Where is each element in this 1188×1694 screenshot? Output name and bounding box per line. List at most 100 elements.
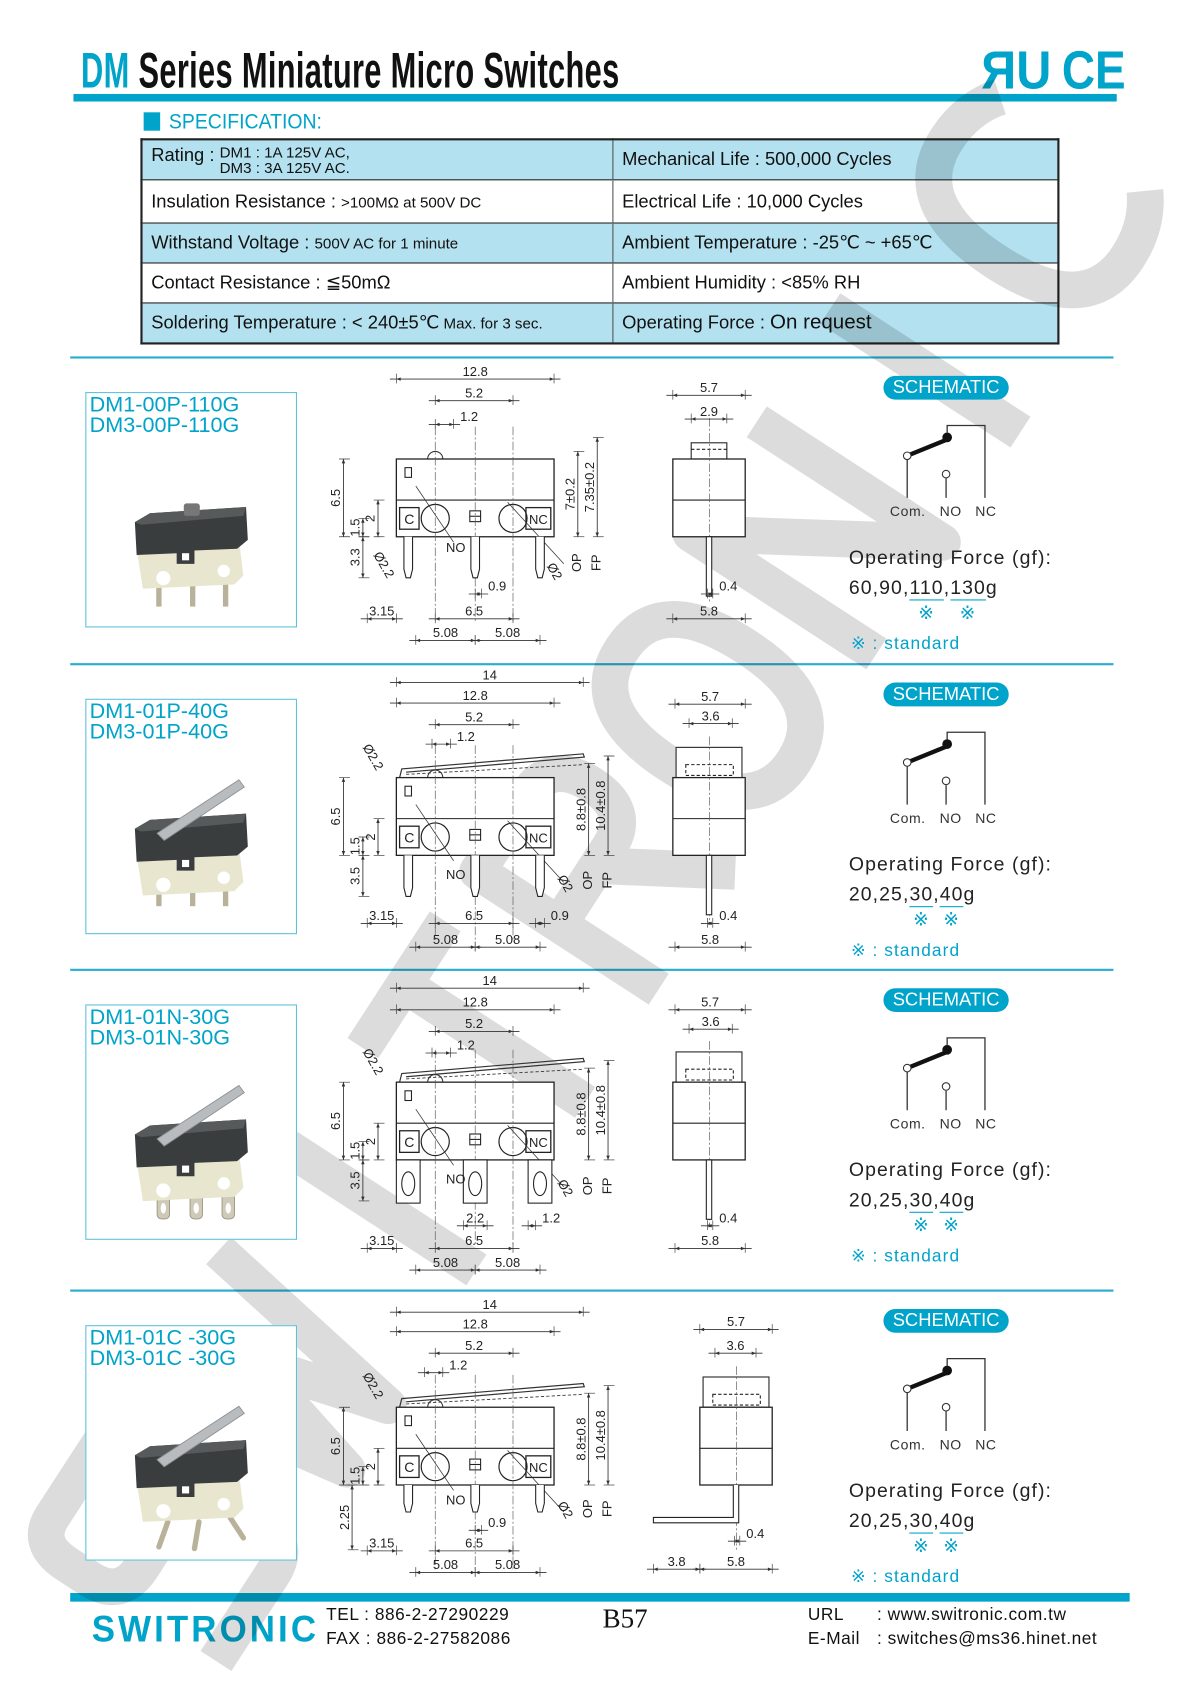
- spec-table: Rating : DM1 : 1A 125V AC,DM3 : 3A 125V …: [140, 138, 1060, 345]
- dimension-label: 2: [363, 1463, 378, 1470]
- dimension-label: 5.2: [465, 385, 483, 400]
- dimension-label: Ø2.2: [360, 741, 387, 773]
- com-label: Com.: [889, 1115, 926, 1132]
- dimension-label: 2: [363, 1138, 378, 1145]
- com-label: Com.: [889, 1436, 926, 1453]
- terminal-tab: [462, 1159, 488, 1204]
- dimension-arrow: [392, 617, 397, 621]
- force-number: 40: [939, 883, 964, 906]
- no-contact: [941, 1402, 951, 1412]
- force-number: 25: [879, 1509, 903, 1532]
- force-number: 30: [909, 1509, 934, 1532]
- dimension-arrow: [396, 1310, 401, 1314]
- force-value: 25※: [879, 1189, 903, 1212]
- ce-mark: CE: [1061, 39, 1126, 101]
- dimension-label: 5.08: [495, 932, 520, 947]
- com-contact: [902, 758, 912, 767]
- dimension-arrow: [740, 702, 746, 706]
- dimension-arrow: [508, 617, 513, 621]
- dimension-arrow: [341, 1082, 346, 1087]
- terminal-c-box: [398, 1130, 420, 1154]
- product-photo: [134, 503, 248, 607]
- terminal-c-label: C: [404, 829, 414, 845]
- dimension-arrow: [415, 945, 421, 949]
- dimension-label: Ø2: [555, 1177, 577, 1199]
- dimension-arrow: [475, 638, 480, 643]
- terminal-pin: [190, 886, 196, 907]
- dimension-arrow: [699, 1327, 705, 1332]
- schematic-badge: SCHEMATIC: [883, 682, 1009, 707]
- switronic-logo: SWITRONIC: [91, 1609, 320, 1651]
- nc-label: NC: [975, 1115, 997, 1132]
- contact-lever: [906, 437, 948, 458]
- dimension-label: 5.2: [465, 1338, 483, 1353]
- spec-contact-resistance: Contact Resistance : ≦50mΩ: [141, 262, 614, 303]
- dimension-arrow: [586, 851, 591, 856]
- dimension-label: 8.8±0.8: [573, 1418, 588, 1461]
- dimension-label: 2: [363, 515, 378, 522]
- dimension-label: Ø2: [555, 872, 577, 894]
- dimension-arrow: [341, 1480, 346, 1485]
- spec-label: Ambient Humidity :: [622, 272, 782, 293]
- dimension-label: 6.5: [328, 489, 343, 507]
- standard-mark: ※: [918, 602, 935, 624]
- comma: ,: [872, 576, 880, 599]
- footer-email[interactable]: : switches@ms36.hinet.net: [876, 1629, 1098, 1649]
- spec-soldering: Soldering Temperature : < 240±5℃ Max. fo…: [141, 302, 614, 344]
- leader-line: [415, 1108, 454, 1166]
- dimension-arrow: [415, 1268, 421, 1272]
- dimension-label: 5.8: [701, 1233, 719, 1248]
- no-label: NO: [939, 1436, 962, 1453]
- dimension-label: OP: [580, 1176, 595, 1195]
- dimension-arrow: [432, 742, 437, 746]
- plunger: [427, 450, 444, 460]
- spec-label: Insulation Resistance :: [151, 190, 342, 212]
- dimension-arrow: [396, 701, 401, 705]
- dimension-arrow: [415, 1570, 421, 1575]
- leader-line: [507, 820, 565, 883]
- dimension-arrow: [361, 532, 365, 537]
- force-value: 130※: [950, 577, 986, 623]
- dimension-label: 8.8±0.8: [573, 788, 588, 831]
- side-view: [652, 1366, 773, 1550]
- terminal-pin: [227, 1514, 247, 1541]
- spec-value: 10,000 Cycles: [746, 190, 863, 212]
- housing-window: [182, 1165, 190, 1173]
- dimension-arrow: [699, 1567, 705, 1571]
- terminal-pin: [470, 1485, 481, 1513]
- side-view: [672, 736, 746, 921]
- dimension-arrow: [435, 921, 440, 926]
- dimension-label: 3.15: [369, 1233, 394, 1248]
- operating-force-label: Operating Force (gf):: [848, 1158, 1052, 1181]
- dimension-label: 1.2: [449, 1357, 467, 1372]
- comma: ,: [933, 883, 940, 906]
- dimension-label: 3.6: [702, 708, 720, 723]
- dimension-arrow: [435, 722, 440, 727]
- rating-values: DM1 : 1A 125V AC,DM3 : 3A 125V AC.: [220, 145, 350, 175]
- force-number: 20: [848, 883, 873, 906]
- footer-url[interactable]: : www.switronic.com.tw: [876, 1605, 1067, 1625]
- dimension-label: 10.4±0.8: [593, 1085, 608, 1135]
- dimension-label: 2: [363, 833, 378, 840]
- switch-body-side: [672, 776, 746, 857]
- page-number: B57: [602, 1604, 648, 1635]
- comma: ,: [902, 576, 910, 599]
- lever-pressed-outline: [406, 1068, 584, 1080]
- operating-force-values: 60※,90※,110※,130※g: [849, 576, 998, 623]
- dimension-label: 5.2: [465, 709, 483, 724]
- dimension-arrow: [549, 1329, 555, 1334]
- force-value: 30※: [909, 883, 934, 930]
- force-number: 40: [939, 1509, 964, 1532]
- dimension-arrow: [535, 1268, 540, 1272]
- dimension-arrow: [361, 1196, 365, 1201]
- dimension-arrow: [535, 638, 540, 643]
- nc-line: [946, 731, 986, 805]
- product-photo-frame: [134, 1084, 248, 1220]
- spec-label: Ambient Temperature :: [622, 232, 813, 253]
- force-number: 90: [879, 576, 903, 599]
- footer-fax: FAX : 886-2-27582086: [326, 1629, 511, 1649]
- dimension-arrow: [376, 1155, 380, 1160]
- terminal-pin: [403, 855, 414, 897]
